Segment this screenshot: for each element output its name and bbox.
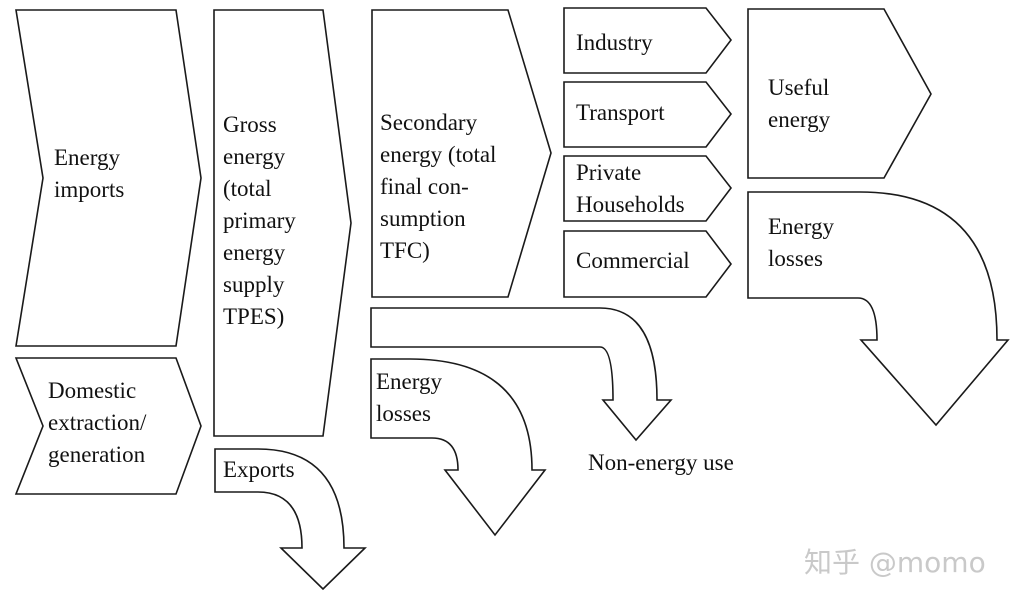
non-energy-use-arrow: Non-energy use <box>370 307 734 475</box>
non-energy-use-label: Non-energy use <box>588 450 734 475</box>
energy-losses-1-label: Energy losses <box>376 369 448 426</box>
useful-energy-label: Useful energy <box>768 75 835 132</box>
sector-private-households: Private Households <box>563 155 733 222</box>
industry-shape <box>563 7 733 74</box>
sector-commercial: Commercial <box>563 230 733 298</box>
secondary-energy-label: Secondary energy (total final con- sumpt… <box>380 110 502 263</box>
exports-arrow: Exports <box>214 448 367 591</box>
energy-losses-arrow-1: Energy losses <box>370 358 547 537</box>
energy-imports-label: Energy imports <box>54 145 126 202</box>
domestic-extraction-label: Domestic extraction/ generation <box>48 378 152 467</box>
gross-energy-block: Gross energy (total primary energy suppl… <box>213 9 352 437</box>
sector-transport: Transport <box>563 81 733 148</box>
energy-losses-2-label: Energy losses <box>768 214 840 271</box>
industry-label: Industry <box>576 30 653 55</box>
energy-losses-arrow-2-shape <box>747 191 1010 427</box>
secondary-energy-shape <box>371 9 552 298</box>
energy-imports-block: Energy imports <box>15 9 202 347</box>
gross-energy-label: Gross energy (total primary energy suppl… <box>223 112 302 329</box>
non-energy-use-arrow-shape <box>370 307 673 442</box>
exports-arrow-shape <box>214 448 367 591</box>
sector-industry: Industry <box>563 7 733 74</box>
private-households-shape <box>563 155 733 222</box>
energy-losses-arrow-2: Energy losses <box>747 191 1010 427</box>
transport-label: Transport <box>576 100 665 125</box>
transport-shape <box>563 81 733 148</box>
useful-energy-shape <box>747 8 932 179</box>
energy-losses-arrow-1-shape <box>370 358 547 537</box>
domestic-extraction-shape <box>14 357 202 495</box>
commercial-label: Commercial <box>576 248 690 273</box>
commercial-shape <box>563 230 733 298</box>
energy-imports-shape <box>15 9 202 347</box>
exports-label: Exports <box>223 457 295 482</box>
gross-energy-shape <box>213 9 352 437</box>
private-households-label: Private Households <box>576 160 685 217</box>
useful-energy-block: Useful energy <box>747 8 932 179</box>
watermark-text: 知乎 @momo <box>804 546 986 579</box>
secondary-energy-block: Secondary energy (total final con- sumpt… <box>371 9 552 298</box>
domestic-extraction-block: Domestic extraction/ generation <box>14 357 202 495</box>
